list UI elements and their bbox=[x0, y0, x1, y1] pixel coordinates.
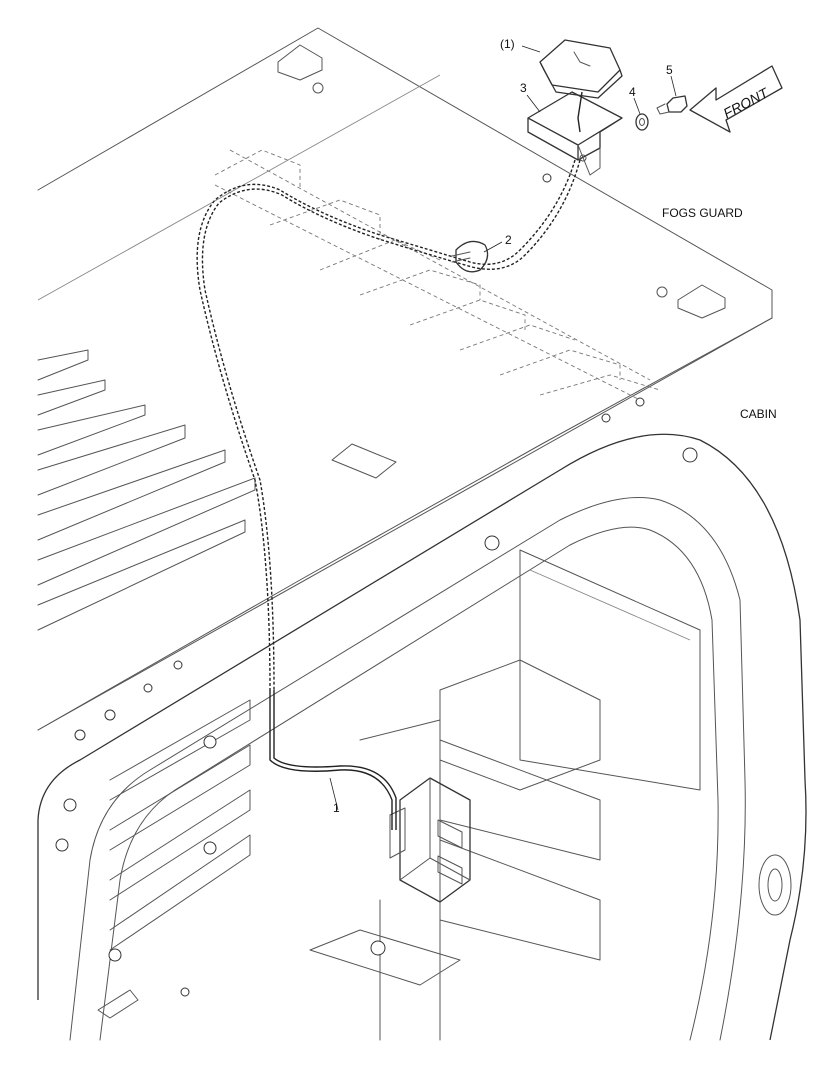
bracket-item-3 bbox=[527, 91, 623, 176]
front-arrow-label: FRONT bbox=[721, 84, 772, 121]
cabin-label: CABIN bbox=[740, 407, 777, 421]
bolt-item-5 bbox=[656, 95, 688, 115]
washer-item-4 bbox=[635, 113, 649, 131]
callout-item-2: 2 bbox=[505, 233, 512, 247]
clip-item-2 bbox=[451, 240, 489, 273]
fogs-guard bbox=[37, 27, 773, 741]
callout-item-4: 4 bbox=[629, 85, 636, 99]
callout-item-3: 3 bbox=[520, 81, 527, 95]
leader-lines bbox=[329, 45, 677, 811]
cabin bbox=[37, 433, 807, 1041]
fogs-guard-label: FOGS GUARD bbox=[662, 206, 743, 220]
front-arrow: FRONT bbox=[689, 65, 783, 133]
callout-item-5: 5 bbox=[666, 63, 673, 77]
callout-item-1-bracketed: (1) bbox=[500, 37, 515, 51]
control-module bbox=[389, 777, 471, 903]
beacon-item-1 bbox=[539, 39, 623, 99]
harness-cable bbox=[196, 159, 581, 830]
callout-item-1: 1 bbox=[333, 801, 340, 815]
